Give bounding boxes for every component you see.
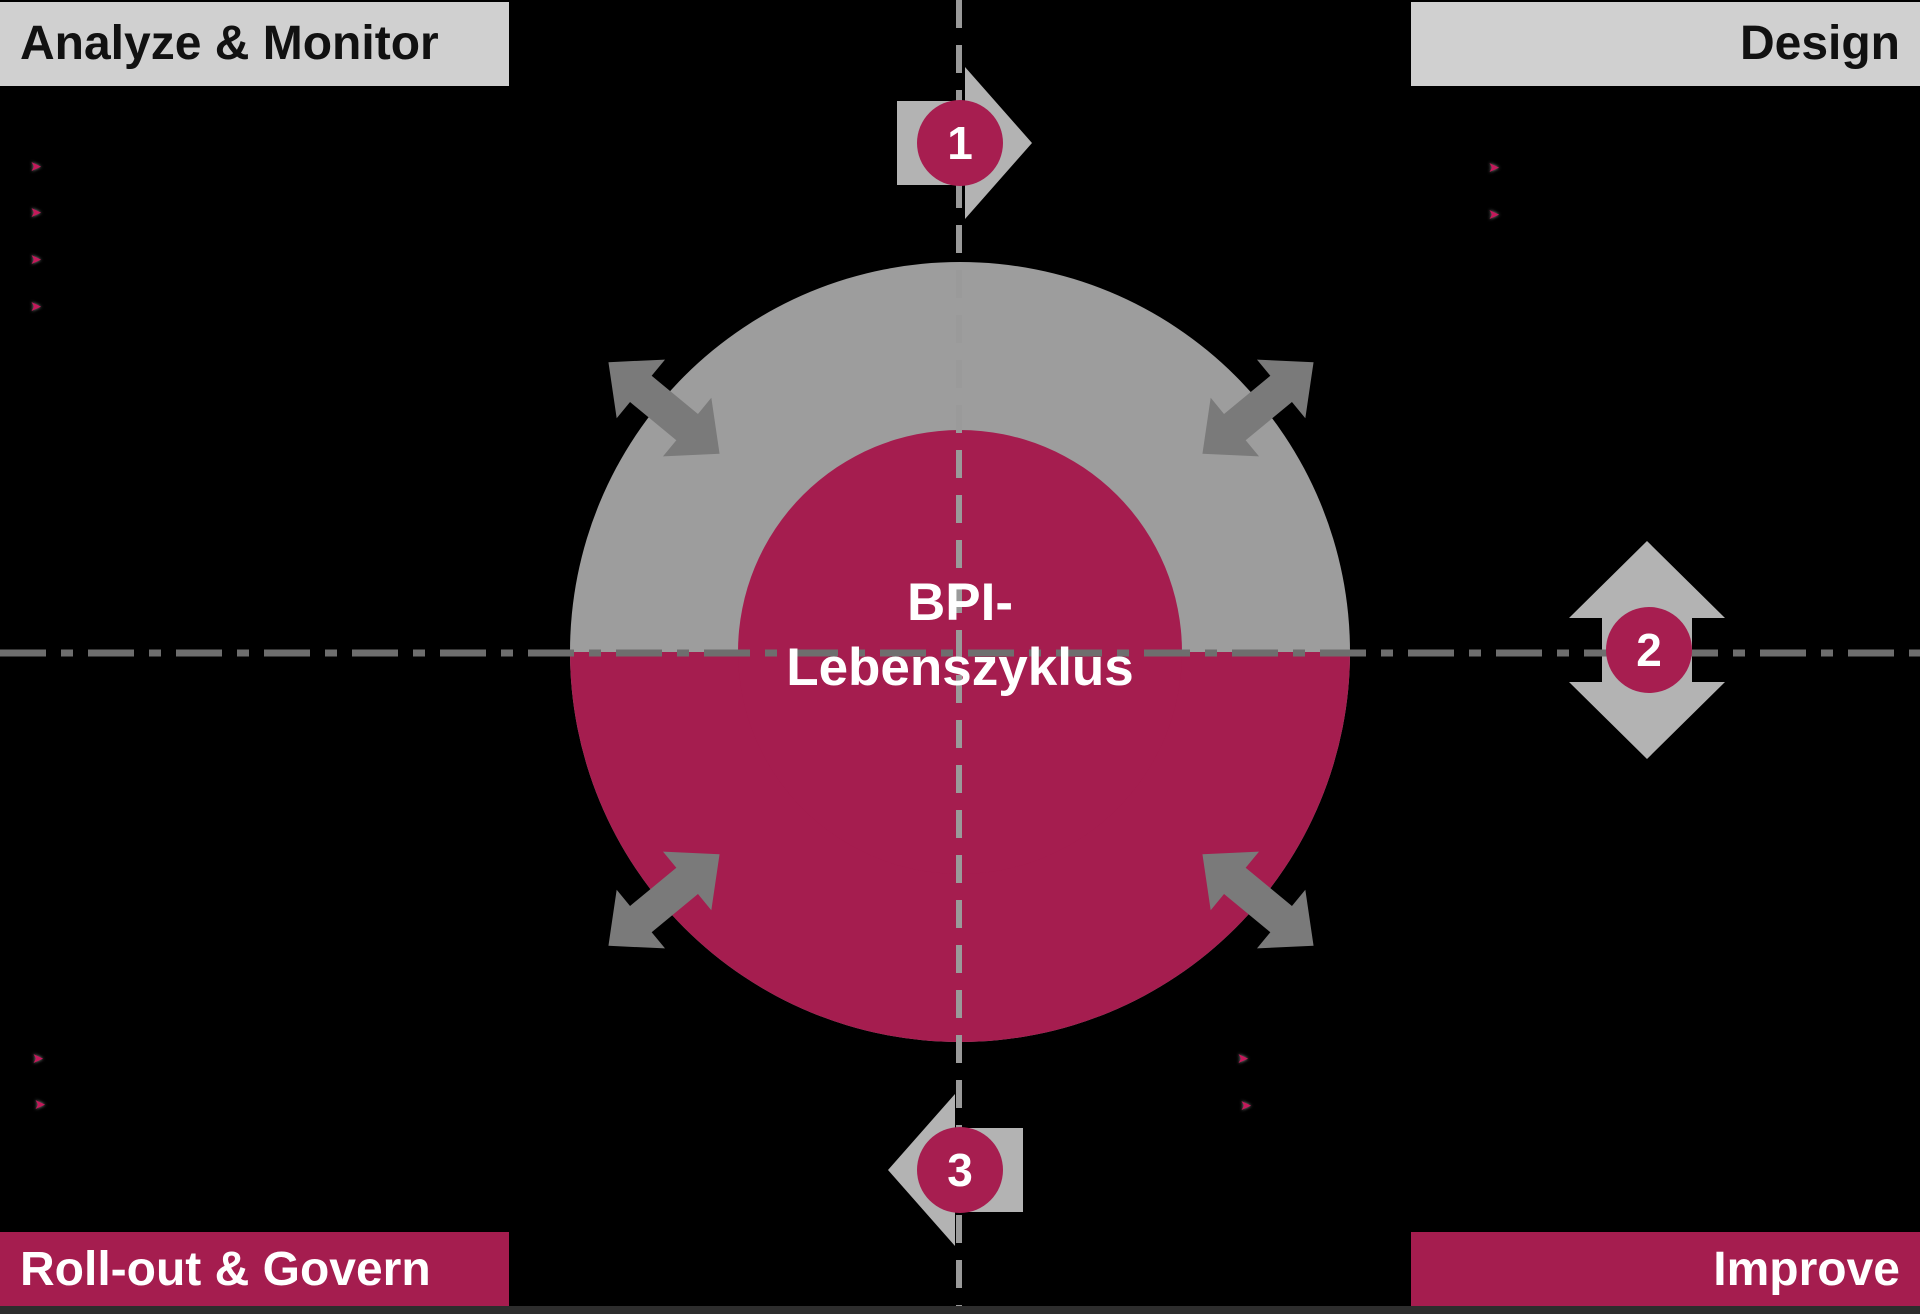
bullet-icon: ➤ xyxy=(1240,1097,1252,1113)
bullet-icon: ➤ xyxy=(1488,159,1500,175)
step-badge-1: 1 xyxy=(917,100,1003,186)
bullet-icon: ➤ xyxy=(30,204,42,220)
step-badge-2: 2 xyxy=(1606,607,1692,693)
center-title-line2: Lebenszyklus xyxy=(786,638,1134,697)
step-badge-3: 3 xyxy=(917,1127,1003,1213)
center-title: BPI- Lebenszyklus xyxy=(660,570,1260,700)
center-title-line1: BPI- xyxy=(907,573,1013,632)
bullet-icon: ➤ xyxy=(30,251,42,267)
bottom-edge-strip xyxy=(0,1306,1920,1314)
diagonal-double-arrow-icon-ne xyxy=(1202,359,1314,457)
quadrant-label-rollout-govern: Roll-out & Govern xyxy=(0,1232,509,1307)
diagonal-double-arrow-icon-nw xyxy=(608,359,720,457)
quadrant-label-design: Design xyxy=(1411,2,1920,86)
diagonal-double-arrow-icon-sw xyxy=(608,851,720,949)
bullet-icon: ➤ xyxy=(1237,1050,1249,1066)
bullet-icon: ➤ xyxy=(30,298,42,314)
bullet-icon: ➤ xyxy=(1488,206,1500,222)
quadrant-label-analyze-monitor: Analyze & Monitor xyxy=(0,2,509,86)
bullet-icon: ➤ xyxy=(30,158,42,174)
diagonal-double-arrow-icon-se xyxy=(1202,851,1314,949)
bullet-icon: ➤ xyxy=(32,1050,44,1066)
quadrant-label-improve: Improve xyxy=(1411,1232,1920,1307)
bullet-icon: ➤ xyxy=(34,1096,46,1112)
